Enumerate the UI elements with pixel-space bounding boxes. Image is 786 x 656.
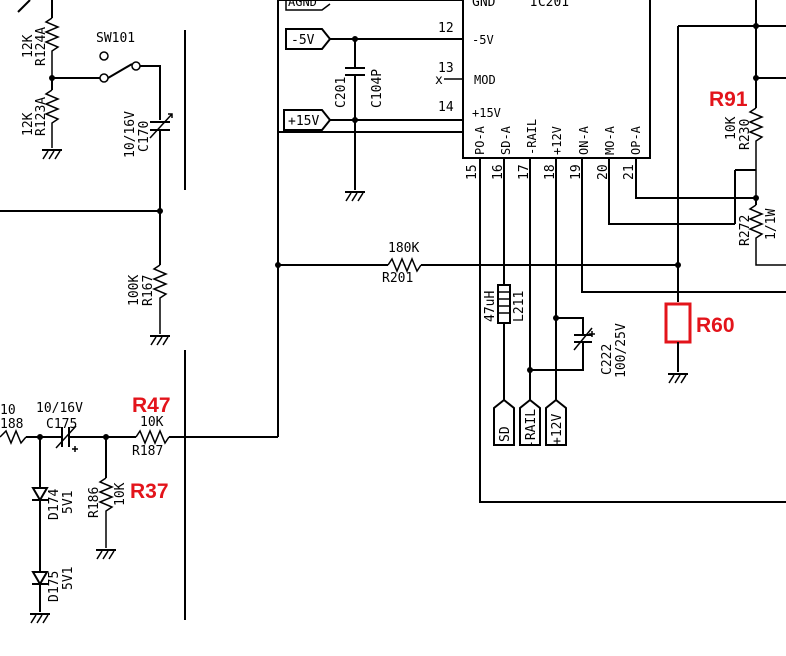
rail-port-label: -RAIL: [524, 409, 539, 448]
l211-value: 47uH: [483, 291, 498, 322]
c222-ref: C222: [600, 344, 615, 375]
r167-value: 100K: [127, 275, 142, 306]
ic-pin-number: 21: [622, 164, 637, 180]
ground-icon: [30, 613, 50, 624]
c170-value: 10/16V: [123, 111, 138, 158]
port-block: AGND -5V +15V x C201 C104P: [277, 0, 463, 265]
d175-ref: D175: [47, 571, 62, 602]
r188-ref: 188: [0, 417, 23, 432]
sd-port: [493, 398, 515, 446]
r186-value: 10K: [113, 482, 128, 506]
r60-highlight-box: [664, 302, 692, 344]
r167-ref: R167: [141, 275, 156, 306]
d175-zener-icon: [31, 571, 49, 586]
d174-ref: D174: [47, 489, 62, 520]
ic201: GND IC201 12 -5V 13 MOD 14 +15V PO-A SD-…: [438, 0, 651, 180]
right-section: 10K R230 R272 1/1W: [664, 0, 786, 384]
c201-ref: C201: [334, 77, 349, 108]
annotation-r91: R91: [709, 88, 748, 111]
ic-pin-number: 12: [438, 21, 454, 36]
ic-pin-name: -RAIL: [525, 119, 539, 155]
annotation-r47: R47: [132, 394, 171, 417]
r201-net: 180K R201: [275, 241, 681, 437]
ic-pin-name: MO-A: [603, 125, 617, 155]
plus15v-port-label: +15V: [288, 114, 319, 129]
plus12v-port: [545, 398, 567, 446]
ic-pin-name: PO-A: [473, 125, 487, 155]
d174-zener-icon: [31, 487, 49, 502]
ic-pin-number: 14: [438, 100, 454, 115]
ground-icon: [150, 335, 170, 346]
output-ports: SD -RAIL +12V: [493, 398, 567, 448]
c201-value: C104P: [370, 69, 385, 108]
ic-pin-name: SD-A: [499, 125, 513, 155]
lower-left-section: 10 188 10/16V C175 10K R187 R186 10K: [0, 401, 278, 624]
ic-gnd-pin-label: GND: [472, 0, 496, 10]
r272-ref: R272: [738, 215, 753, 246]
r187-value: 10K: [140, 415, 164, 430]
ic-pin-number: 20: [596, 164, 611, 180]
ic-pin-name: MOD: [474, 73, 496, 87]
mod-no-connect-mark: x: [435, 73, 443, 88]
plus15v-port: [283, 109, 332, 131]
d175-value: 5V1: [61, 567, 76, 590]
r230-ref: R230: [738, 119, 753, 150]
minus5v-port-label: -5V: [291, 33, 315, 48]
ic-pin-name: ON-A: [577, 125, 591, 155]
r230-value: 10K: [724, 116, 739, 140]
r187-ref: R187: [132, 444, 163, 459]
rail-port: [519, 398, 541, 446]
ic-pin-name: -5V: [472, 33, 494, 47]
plus12v-port-label: +12V: [550, 414, 565, 445]
ic-title: IC201: [530, 0, 569, 10]
ground-icon: [668, 373, 688, 384]
r201-ref: R201: [382, 271, 413, 286]
ground-icon: [42, 149, 62, 160]
c170-ref: C170: [137, 121, 152, 152]
r188-value: 10: [0, 403, 16, 418]
r272-value: 1/1W: [764, 209, 779, 240]
ic-pin-number: 18: [543, 164, 558, 180]
input-section: 12K R124A SW101 12K R123A 10/16V C170: [0, 0, 173, 346]
annotation-r37: R37: [130, 480, 169, 503]
ic-pin-number: 19: [569, 164, 584, 180]
r123a-value: 12K: [21, 112, 36, 136]
sw101-ref: SW101: [96, 31, 135, 46]
ground-icon: [345, 191, 365, 202]
ic-pin-number: 13: [438, 61, 454, 76]
agnd-port-label: AGND: [288, 0, 317, 9]
ic-pin-wiring: 47uH L211 C222 100/25V: [479, 158, 786, 503]
r186-ref: R186: [87, 487, 102, 518]
c175-ref: C175: [46, 417, 77, 432]
annotation-r60: R60: [696, 314, 735, 337]
ic-pin-number: 17: [517, 164, 532, 180]
r124a-ref: R124A: [34, 27, 49, 66]
c222-value: 100/25V: [614, 323, 629, 378]
l211-ref: L211: [512, 291, 527, 322]
l211-inductor: [497, 284, 511, 324]
d174-value: 5V1: [61, 491, 76, 514]
r124a-value: 12K: [21, 34, 36, 58]
ground-icon: [96, 549, 116, 560]
r201-value: 180K: [388, 241, 419, 256]
ic-pin-number: 15: [465, 164, 480, 180]
minus5v-port: [285, 28, 332, 50]
ic-pin-number: 16: [491, 164, 506, 180]
ic-pin-name: +12V: [550, 126, 564, 155]
ic-pin-name: OP-A: [629, 125, 643, 155]
c175-value: 10/16V: [36, 401, 83, 416]
r123a-ref: R123A: [34, 97, 49, 136]
sd-port-label: SD: [498, 426, 513, 442]
ic-pin-name: +15V: [472, 106, 501, 120]
